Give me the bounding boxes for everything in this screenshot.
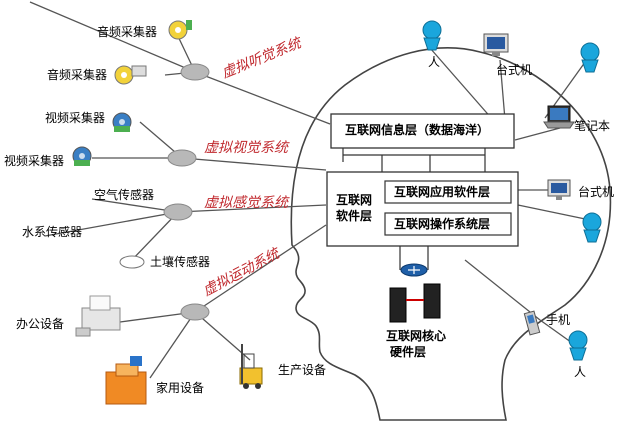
- home-appliance-icon: [105, 356, 147, 405]
- connection-lines: [29, 1, 591, 379]
- audio-collector-icon: [114, 65, 147, 85]
- desktop-icon: [547, 179, 571, 200]
- software-layer-label-line1: 互联网: [336, 193, 372, 207]
- software-layer-label-line2: 软件层: [336, 208, 372, 223]
- desktop-icon: [483, 33, 509, 56]
- os-layer-label: 互联网操作系统层: [394, 216, 490, 231]
- app-layer-box: [384, 180, 512, 204]
- server-icon: [389, 287, 407, 323]
- production-equipment-label: 生产设备: [278, 363, 326, 377]
- hub-sense: [163, 203, 193, 221]
- video-collector-label: 视频采集器: [45, 110, 105, 125]
- person-icon: [582, 212, 602, 243]
- audio-collector-icon: [168, 20, 192, 40]
- head-outline: [290, 47, 612, 421]
- core-hardware-label-line2: 硬件层: [390, 344, 426, 359]
- video-camera-icon: [112, 112, 132, 132]
- desktop-label: 台式机: [496, 62, 532, 77]
- soil-sensor-label: 土壤传感器: [150, 254, 210, 269]
- node-soil: [119, 255, 145, 269]
- info-layer-label: 互联网信息层（数据海洋）: [345, 122, 489, 137]
- system-motion-label: 虚拟运动系统: [200, 245, 283, 300]
- video-camera-icon: [72, 146, 92, 166]
- system-vision-label: 虚拟视觉系统: [204, 140, 290, 156]
- office-equipment-label: 办公设备: [16, 316, 64, 331]
- audio-collector-label: 音频采集器: [47, 67, 107, 82]
- laptop-icon: [543, 105, 575, 129]
- system-sense-label: 虚拟感觉系统: [204, 195, 290, 211]
- phone-label: 手机: [546, 313, 570, 327]
- audio-collector-label: 音频采集器: [97, 24, 157, 39]
- desktop-label: 台式机: [578, 184, 614, 199]
- connectors: [342, 148, 486, 270]
- os-layer-box: [384, 212, 512, 236]
- water-sensor-label: 水系传感器: [22, 224, 82, 239]
- person-icon: [568, 330, 588, 361]
- phone-icon: [523, 310, 541, 336]
- app-layer-label: 互联网应用软件层: [394, 184, 490, 199]
- person-icon: [580, 42, 600, 73]
- system-hearing-label: 虚拟听觉系统: [220, 35, 306, 82]
- server-icon: [423, 283, 441, 319]
- hub-vision: [167, 149, 197, 167]
- hub-hearing: [180, 63, 210, 81]
- person-label: 人: [574, 365, 586, 379]
- hub-motion: [180, 303, 210, 321]
- forklift-icon: [239, 344, 263, 389]
- video-collector-label: 视频采集器: [4, 153, 64, 168]
- core-hardware-label-line1: 互联网核心: [386, 328, 446, 343]
- home-appliance-label: 家用设备: [156, 380, 204, 395]
- laptop-label: 笔记本: [574, 118, 610, 133]
- router-icon: [400, 263, 428, 277]
- air-sensor-label: 空气传感器: [94, 187, 154, 202]
- person-label: 人: [428, 55, 440, 69]
- printer-icon: [75, 295, 121, 337]
- info-layer-box: [330, 113, 515, 149]
- person-icon: [422, 20, 442, 51]
